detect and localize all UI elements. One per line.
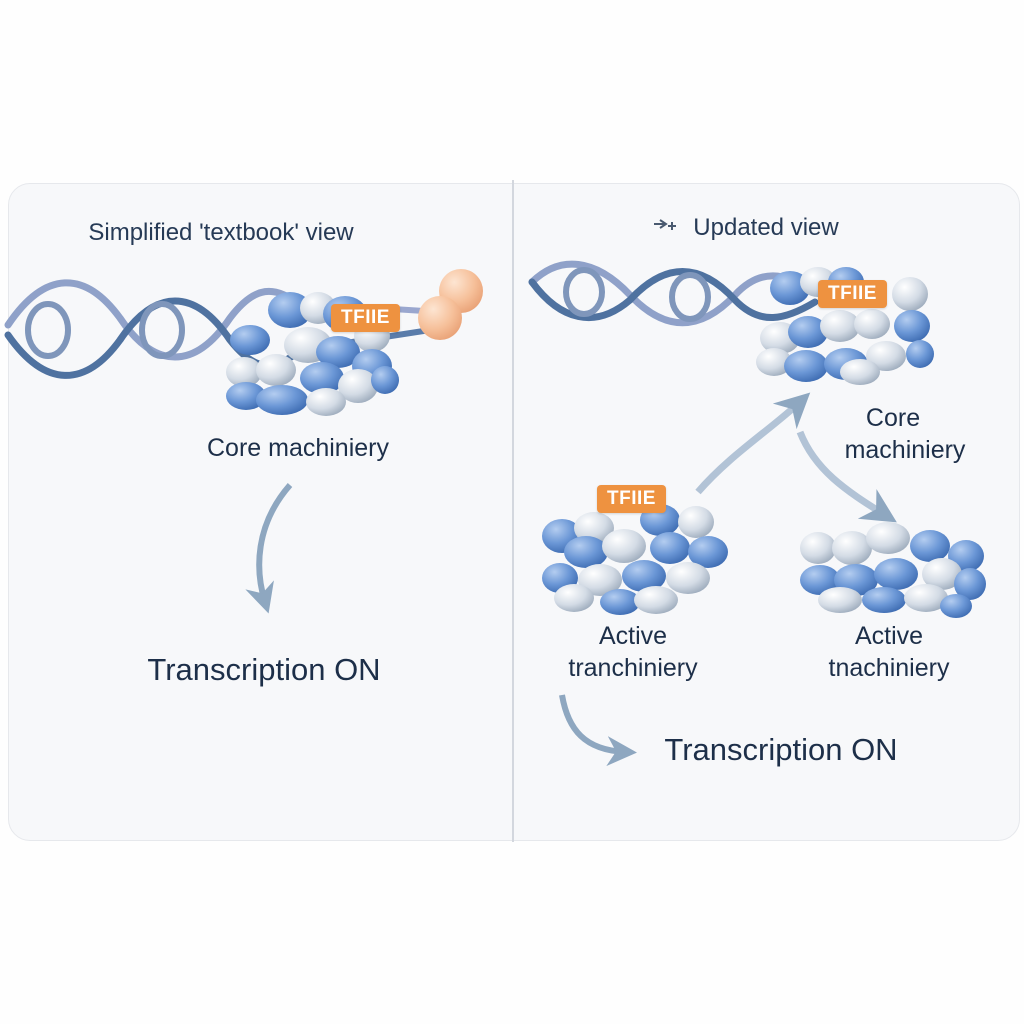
right-up-arrow (695, 392, 811, 495)
right-right-complex (800, 522, 986, 618)
right-down-arrow (796, 430, 897, 523)
right-top-complex (756, 267, 934, 385)
right-active-left-line2: tranchiniery (568, 654, 698, 682)
right-core-label-line2: machiniery (844, 436, 966, 464)
left-peach-factor (418, 269, 483, 340)
right-top-tfiie-tag: TFIIE (818, 280, 887, 308)
panel-divider (512, 180, 514, 842)
right-core-label-line1: Core (865, 404, 921, 432)
left-tfiie-tag: TFIIE (331, 304, 400, 332)
right-outcome: Transcription ON (664, 732, 898, 767)
right-heading: Updated view (693, 214, 839, 241)
left-core-label: Core machiniery (206, 434, 390, 462)
update-glyph-icon (654, 219, 676, 230)
left-heading: Simplified 'textbook' view (88, 219, 354, 246)
right-dna-helix (528, 260, 819, 327)
left-core-complex (226, 292, 399, 416)
right-mid-tfiie-tag: TFIIE (597, 485, 666, 513)
left-outcome: Transcription ON (147, 652, 381, 687)
right-active-left-line1: Active (598, 622, 668, 650)
right-outcome-arrow (559, 694, 637, 767)
right-left-complex (542, 504, 728, 615)
left-down-arrow (245, 483, 293, 614)
right-active-right-line1: Active (854, 622, 924, 650)
right-active-right-line2: tnachiniery (828, 654, 950, 682)
